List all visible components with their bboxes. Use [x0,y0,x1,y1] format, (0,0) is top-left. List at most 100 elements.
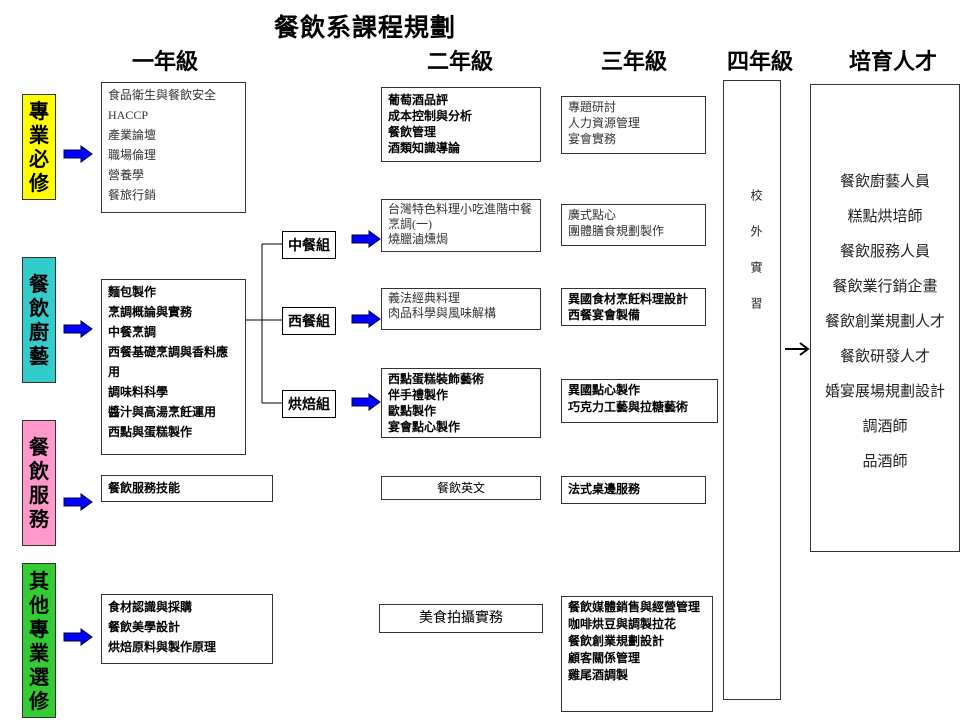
course-item: 異國食材烹飪料理設計 [568,292,689,306]
category-char: 他 [29,592,49,617]
group-western: 西餐組 [282,307,336,335]
course-item: 西點蛋糕裝飾藝術 [388,372,485,386]
arrow-right-icon [63,493,93,511]
page-title: 餐飲系課程規劃 [274,13,457,42]
year3-western-box: 異國食材烹飪料理設計西餐宴會製備 [561,288,706,326]
course-item: HACCP [108,108,149,122]
year2-bakery-box: 西點蛋糕裝飾藝術伴手禮製作歐點製作宴會點心製作 [381,368,541,438]
year2-chinese-box: 台灣特色料理小吃進階中餐烹調(一)燒臘滷燻焗 [381,199,541,252]
course-item: 餐旅行銷 [108,188,157,202]
category-char: 廚 [29,320,49,344]
course-item: 餐飲英文 [436,481,485,495]
year-header-1: 一年級 [131,50,198,75]
category-char: 修 [29,171,49,195]
course-item: 餐飲管理 [388,125,437,139]
course-item: 醬汁與高湯烹飪運用 [108,405,217,419]
arrow-right-icon [351,310,381,328]
course-item: 團體膳食規劃製作 [568,224,665,238]
year-header-3: 三年級 [600,50,667,75]
year2-elective-box: 美食拍攝實務 [379,604,543,633]
year1-service-box: 餐飲服務技能 [101,475,273,502]
category-char: 必 [29,147,49,171]
course-item: 餐飲服務技能 [108,481,181,495]
course-item: 烹調概論與實務 [108,305,193,319]
course-item: 中餐烹調 [108,325,157,339]
course-item: 調味料科學 [108,385,169,399]
course-item: 異國點心製作 [568,383,641,397]
year3-chinese-box: 廣式點心團體膳食規劃製作 [561,204,706,246]
course-item: 烘焙原料與製作原理 [108,640,217,654]
course-item: 咖啡烘豆與調製拉花 [568,617,677,631]
year3-service-box: 法式桌邊服務 [561,476,706,504]
category-char: 務 [29,507,49,531]
course-item: 品酒師 [862,454,908,470]
year3-bakery-box: 異國點心製作巧克力工藝與拉糖藝術 [561,379,718,423]
course-item: 餐飲廚藝人員 [839,174,930,190]
category-char: 飲 [29,296,49,320]
course-item: 燒臘滷燻焗 [388,232,449,246]
category-culinary: 餐飲廚藝 [22,257,56,383]
course-item: 伴手禮製作 [388,388,449,402]
year3-elective-box: 餐飲媒體銷售與經營管理咖啡烘豆與調製拉花餐飲創業規劃設計顧客關係管理雞尾酒調製 [561,596,713,712]
course-item: 餐飲研發人才 [839,349,930,365]
course-item: 餐飲美學設計 [108,620,181,634]
group-bakery: 烘焙組 [282,390,336,418]
year2-required-box: 葡萄酒品評成本控制與分析餐飲管理酒類知識導論 [381,87,541,162]
arrow-right-icon [351,393,381,411]
year-header-2: 二年級 [426,50,493,75]
course-item: 肉品科學與風味解構 [388,306,497,320]
category-char: 餐 [29,272,49,296]
course-item: 美食拍攝實務 [419,610,503,626]
course-item: 調酒師 [862,419,908,435]
course-item: 婚宴展場規劃設計 [824,384,945,400]
course-item: 西點與蛋糕製作 [108,425,193,439]
year-header-talent: 培育人才 [848,50,937,75]
talent-box: 餐飲廚藝人員糕點烘培師餐飲服務人員餐飲業行銷企畫餐飲創業規劃人才餐飲研發人才婚宴… [810,84,960,552]
course-item: 餐飲業行銷企畫 [832,279,938,295]
category-char: 專 [29,616,49,641]
course-item: 葡萄酒品評 [388,93,449,107]
course-item: 餐飲創業規劃設計 [568,634,665,648]
course-item: 餐飲服務人員 [839,244,930,260]
course-item: 麵包製作 [108,285,157,299]
course-item: 食品衛生與餐飲安全 [108,88,217,102]
category-char: 業 [29,123,49,147]
year1-elective-box: 食材認識與採購餐飲美學設計烘焙原料與製作原理 [101,594,273,664]
arrow-right-icon [785,342,810,356]
course-item: 宴會點心製作 [388,420,461,434]
course-item: 巧克力工藝與拉糖藝術 [568,400,689,414]
course-item: 廣式點心 [568,208,617,222]
course-item: 雞尾酒調製 [568,668,629,682]
course-item: 歐點製作 [388,404,437,418]
course-item: 義法經典料理 [388,291,461,305]
internship-label: 校外實習 [749,189,763,333]
course-item: 台灣特色料理小吃進階中餐烹調(一) [388,202,533,231]
category-char: 飲 [29,459,49,483]
arrow-right-icon [63,145,93,163]
category-char: 選 [29,664,49,689]
category-elective: 其他專業選修 [22,563,56,718]
category-char: 餐 [29,435,49,459]
course-item: 顧客關係管理 [568,651,641,665]
course-item: 成本控制與分析 [388,109,473,123]
course-item: 職場倫理 [108,148,157,162]
course-item: 酒類知識導論 [388,141,461,155]
year2-western-box: 義法經典料理肉品科學與風味解構 [381,288,541,330]
course-item: 食材認識與採購 [108,600,193,614]
category-char: 其 [29,568,49,593]
category-required: 專業必修 [22,94,56,200]
arrow-right-icon [63,628,93,646]
arrow-right-icon [351,230,381,248]
category-char: 藝 [29,344,49,368]
course-item: 餐飲媒體銷售與經營管理 [568,600,701,614]
year2-service-box: 餐飲英文 [381,476,541,500]
course-item: 宴會實務 [568,132,617,146]
year-header-4: 四年級 [726,50,793,75]
year1-culinary-box: 麵包製作烹調概論與實務中餐烹調西餐基礎烹調與香料應用調味料科學醬汁與高湯烹飪運用… [101,279,246,455]
category-char: 服 [29,483,49,507]
course-item: 產業論壇 [108,128,157,142]
course-item: 糕點烘培師 [847,209,923,225]
course-item: 法式桌邊服務 [568,482,641,496]
